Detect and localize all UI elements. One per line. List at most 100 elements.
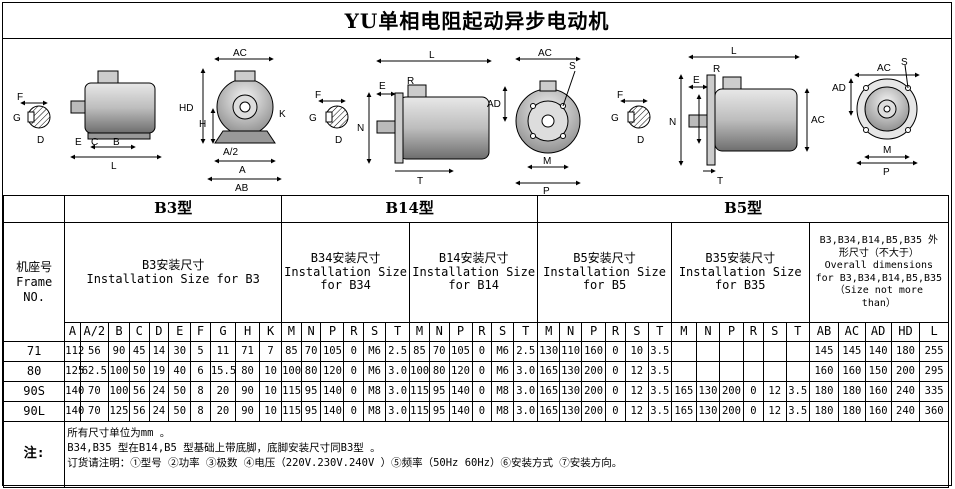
table-cell: 19 [148,361,170,382]
column-header: T [647,322,672,342]
table-cell: M8 [363,401,387,422]
table-cell: 180 [808,381,840,402]
column-header: S [491,322,515,342]
table-cell: 10 [624,341,649,362]
table-cell: 24 [148,381,170,402]
table-cell: 165 [670,401,697,422]
table-cell: 180 [808,401,840,422]
b14-label-f: F [315,90,321,101]
b5-label-f: F [617,90,623,101]
spec-table: B3型 B14型 B5型 机座号 Frame NO. B3安装尺寸 Instal… [2,195,950,488]
table-cell: 140 [864,341,892,362]
table-cell: 120 [448,361,473,382]
table-cell: 0 [343,361,365,382]
b3-label-a: A [239,165,246,176]
table-cell: 90 [235,401,261,422]
table-cell: 0 [471,401,493,422]
b5-label-n: N [669,117,676,128]
frame-number: 90L [2,401,66,422]
table-cell: 165 [537,381,561,402]
table-cell: 160 [581,341,607,362]
table-cell: 100 [108,381,130,402]
table-cell: 160 [864,401,892,422]
table-cell: 2.5 [385,341,411,362]
column-header: P [581,322,607,342]
table-cell: 200 [718,401,745,422]
column-header: M [281,322,302,342]
table-cell: 20 [209,401,237,422]
table-cell: 20 [209,381,237,402]
b5-shaft-section: F G D [611,90,651,146]
b5-label-ac: AC [811,115,825,126]
table-cell: 50 [128,361,150,382]
table-cell: 0 [605,341,626,362]
table-cell: M6 [491,361,515,382]
table-cell: 12 [624,361,649,382]
table-cell: 0 [471,361,493,382]
group-title-b5: B5安装尺寸 Installation Size for B5 [537,222,672,323]
table-cell: 360 [919,401,949,422]
column-header: P [320,322,345,342]
table-cell: 0 [343,341,365,362]
frame-number: 90S [2,381,66,402]
column-header: P [718,322,745,342]
table-cell [718,361,745,382]
b5-label-l: L [731,46,737,57]
drawings-area: F G D E C B L [3,39,951,197]
table-cell: 3.0 [385,381,411,402]
table-cell: 24 [148,401,170,422]
table-cell: 95 [428,401,450,422]
table-cell: 56 [128,401,150,422]
table-cell: 15.5 [209,361,236,382]
group-title-overall: B3,B34,B14,B5,B35 外 形尺寸（不大于） Overall dim… [808,222,950,323]
group-title-line: 形尺寸（不大于） [838,247,919,259]
table-cell: 12 [762,401,787,422]
table-cell: 130 [559,381,583,402]
note-line: B34,B35 型在B14,B5 型基础上带底脚，底脚安装尺寸同B3型 。 [67,442,381,455]
column-header: K [259,322,283,342]
table-cell: 30 [168,341,192,362]
table-cell: 80 [235,361,261,382]
column-header: D [148,322,170,342]
table-cell: M8 [491,381,515,402]
table-cell: 56 [79,341,110,362]
group-title-line: B35安装尺寸 [705,250,776,265]
table-cell: 335 [919,381,949,402]
table-cell: 3.0 [385,361,411,382]
table-cell: 3.5 [647,341,672,362]
column-header: S [624,322,649,342]
table-cell: M8 [491,401,515,422]
b3-label-e: E [75,137,82,148]
note-line: 所有尺寸单位为mm 。 [67,427,171,439]
table-cell: 180 [838,381,866,402]
b14-label-l: L [429,50,435,61]
b14-label-ac: AC [538,48,552,59]
column-header: AB [808,322,840,342]
column-header: AC [838,322,866,342]
table-cell [762,361,787,382]
column-header: HD [890,322,921,342]
table-cell: 95 [300,381,322,402]
b3-label-ab: AB [235,183,249,194]
table-cell: 130 [537,341,561,362]
column-header: G [209,322,237,342]
table-cell: 80 [428,361,450,382]
table-cell: M6 [363,361,387,382]
table-cell: 0 [743,381,764,402]
table-cell: 200 [581,381,607,402]
table-cell: 3.5 [647,361,672,382]
group-title-line: for B34 [320,278,371,293]
b5-label-t: T [717,176,723,187]
table-cell: 200 [581,361,607,382]
table-cell: 3.5 [785,401,810,422]
b5-label-g: G [611,113,619,124]
column-header: AD [864,322,892,342]
table-cell: 145 [808,341,840,362]
b14-label-d: D [335,135,342,146]
group-title-line: Installation Size [543,264,666,279]
table-cell: 5 [190,341,211,362]
table-cell: 3.5 [785,381,810,402]
b3-motor-side-view: E C B L [70,70,162,172]
